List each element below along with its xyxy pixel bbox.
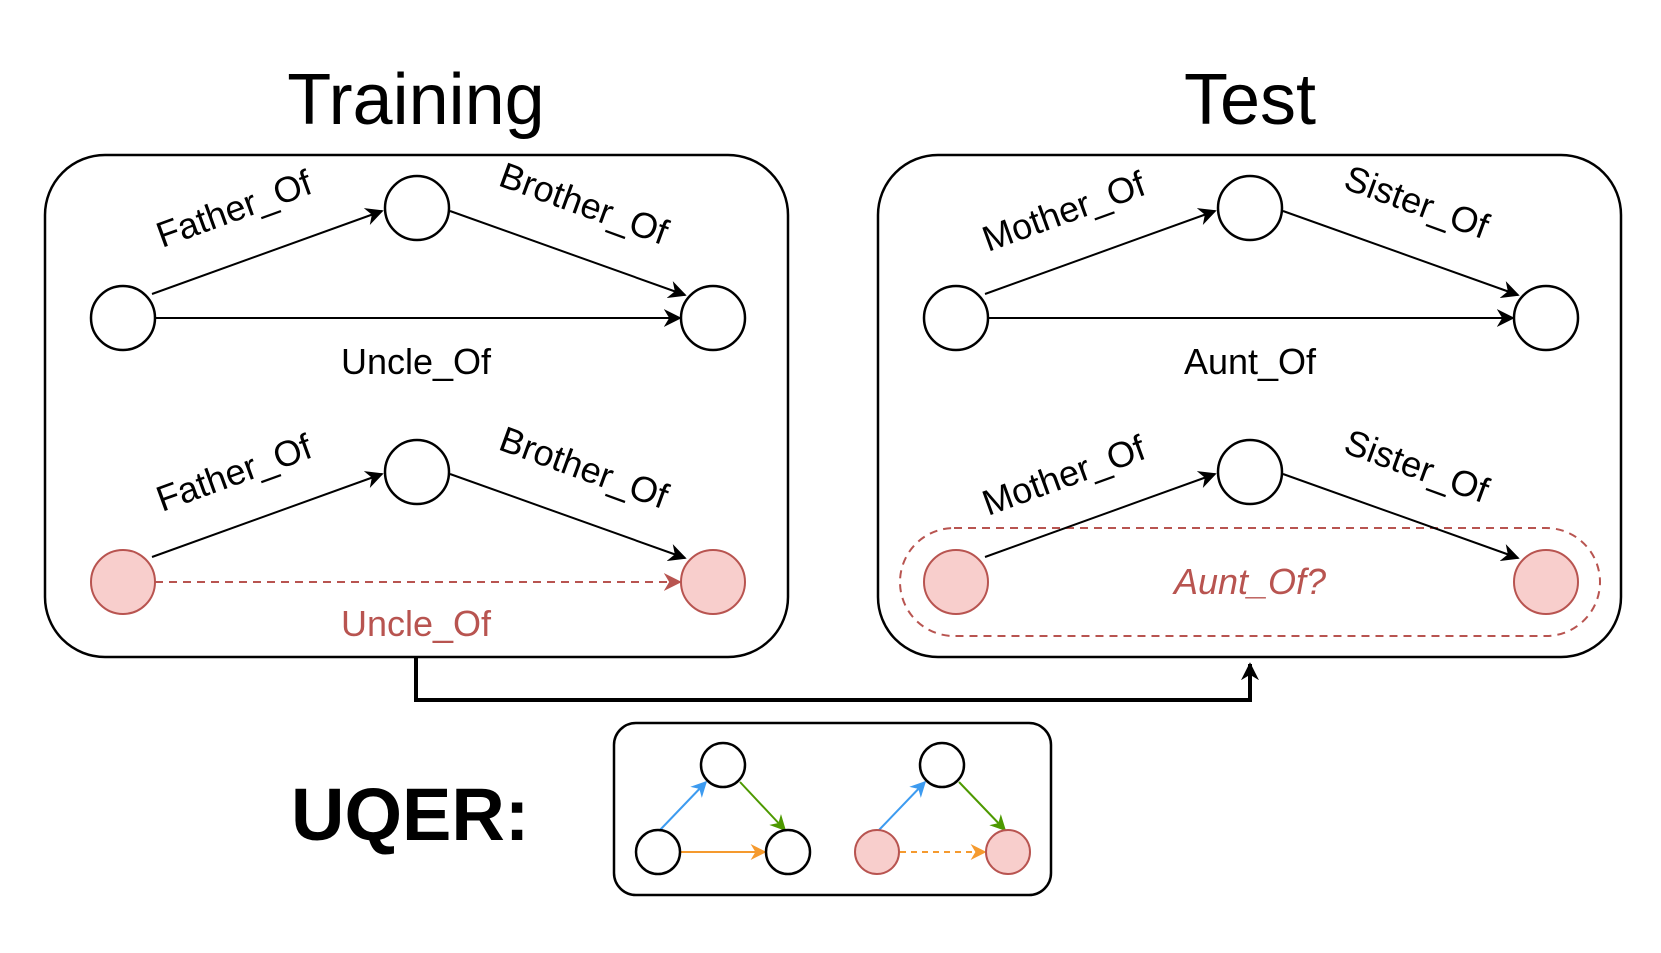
uqer-left-edge-green [739, 781, 787, 832]
training-top-node-a [89, 284, 157, 352]
training-top-edge-brother [449, 210, 687, 299]
uqer-left-node-c [764, 828, 812, 876]
training-top-node-c [679, 284, 747, 352]
uqer-label: UQER: [291, 773, 529, 856]
training-bottom-node-b [383, 438, 451, 506]
training-bottom-edge-brother [449, 473, 687, 562]
uqer-right-edge-blue [878, 780, 927, 831]
test-top-label-aunt: Aunt_Of [1184, 341, 1317, 382]
test-top-edge-mother [984, 208, 1217, 295]
test-bottom-node-a [923, 549, 989, 615]
test-bottom-label-query: Aunt_Of? [1172, 561, 1326, 602]
test-top-node-c [1512, 284, 1580, 352]
uqer-left-edge-blue [659, 780, 708, 831]
uqer-right-node-b [918, 741, 966, 789]
training-bottom-node-c [680, 549, 746, 615]
training-bottom-edge-father [151, 471, 384, 558]
test-panel [876, 153, 1623, 659]
test-bottom-edge-sister [1282, 473, 1520, 562]
uqer-right-node-a [854, 829, 900, 875]
training-top-node-b [383, 174, 451, 242]
test-bottom-edge-mother [984, 471, 1217, 558]
training-title: Training [287, 60, 544, 140]
uqer-right-edge-green [958, 781, 1007, 832]
uqer-pattern-left [634, 741, 812, 876]
uqer-left-node-a [634, 828, 682, 876]
test-query-highlight [899, 527, 1601, 637]
test-title: Test [1184, 60, 1316, 140]
test-bottom-node-c [1513, 549, 1579, 615]
uqer-pattern-right [854, 741, 1031, 875]
training-bottom-node-a [90, 549, 156, 615]
uqer-left-node-b [699, 741, 747, 789]
test-top-node-a [922, 284, 990, 352]
transfer-arrow [414, 657, 1259, 702]
training-bottom-label-uncle: Uncle_Of [341, 603, 492, 644]
training-top-edge-father [151, 208, 384, 295]
uqer-right-node-c [985, 829, 1031, 875]
training-top-label-uncle: Uncle_Of [341, 341, 492, 382]
test-bottom-node-b [1216, 438, 1284, 506]
test-top-node-b [1216, 174, 1284, 242]
test-top-edge-sister [1282, 210, 1520, 299]
